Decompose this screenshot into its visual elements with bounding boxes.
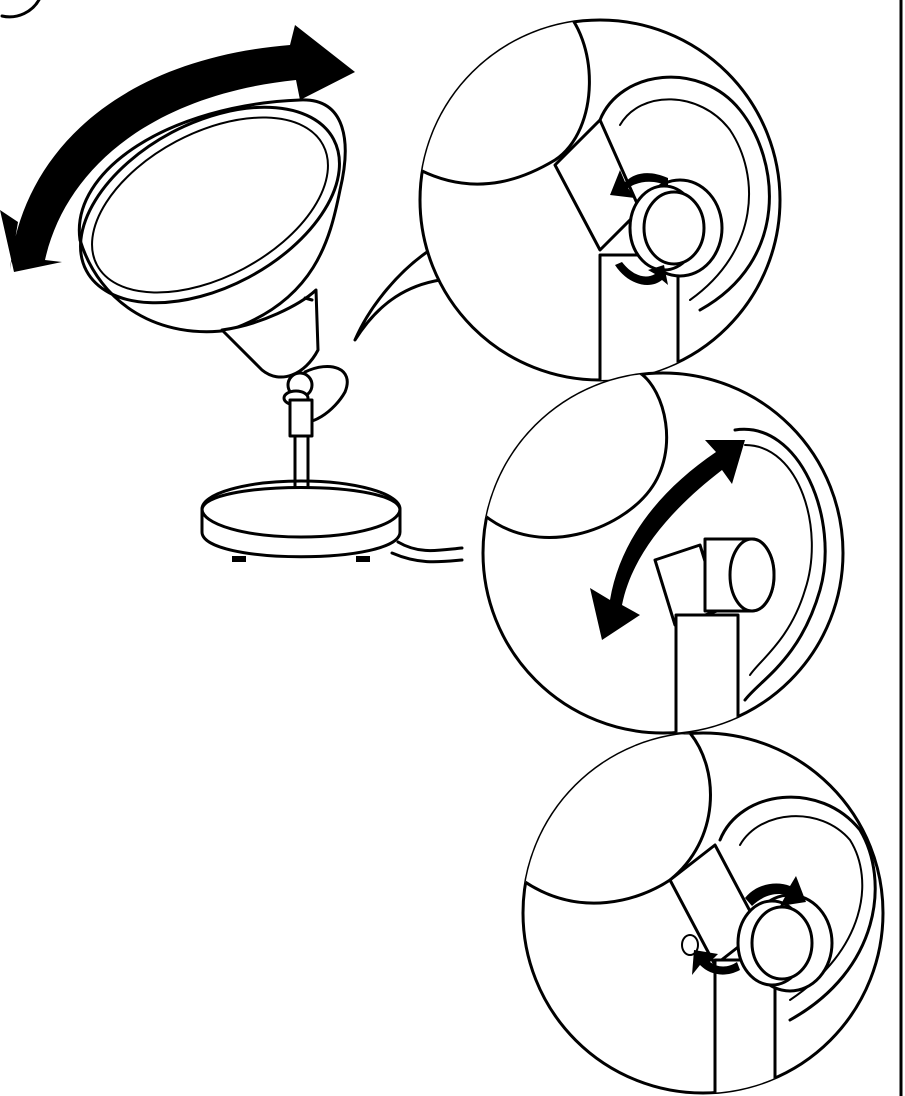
lamp-cable: [398, 542, 462, 551]
callout-pointer: [355, 250, 440, 340]
lamp-stem: [290, 400, 312, 436]
lamp-base: [202, 488, 400, 557]
step-number-circle: [2, 0, 40, 17]
detail-tighten: [522, 733, 883, 1096]
detail-tilt: [483, 373, 843, 735]
detail-loosen: [420, 5, 780, 395]
